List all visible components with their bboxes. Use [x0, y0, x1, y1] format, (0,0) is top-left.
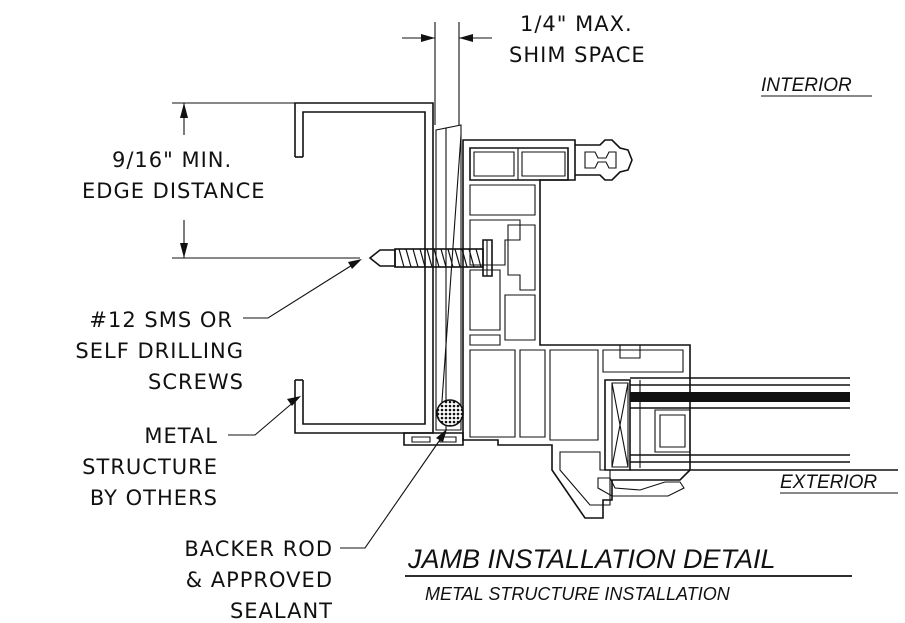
screw: [368, 239, 493, 277]
metal-label-line3: BY OTHERS: [90, 486, 218, 510]
leaders: [228, 259, 447, 549]
backer-rod: [436, 399, 464, 427]
metal-structure-channel: [294, 102, 434, 434]
annotations: 1/4" MAX. SHIM SPACE INTERIOR 9/16" MIN.…: [75, 12, 898, 623]
backer-label-line3: SEALANT: [230, 599, 333, 623]
backer-label-line1: BACKER ROD: [184, 537, 333, 561]
edge-distance-dimension: [172, 102, 360, 259]
edge-label-line2: EDGE DISTANCE: [82, 179, 266, 203]
shim: [435, 124, 462, 431]
drawing-title: JAMB INSTALLATION DETAIL: [407, 544, 776, 574]
exterior-label: EXTERIOR: [780, 472, 877, 493]
screw-label-line1: #12 SMS OR: [89, 308, 233, 332]
shim-label-line1: 1/4" MAX.: [520, 12, 633, 36]
shim-label-line2: SHIM SPACE: [509, 43, 646, 67]
interior-label: INTERIOR: [761, 75, 852, 96]
metal-label-line1: METAL: [144, 424, 218, 448]
metal-label-line2: STRUCTURE: [82, 455, 218, 479]
shim-space-dimension: [402, 22, 492, 125]
screw-label-line3: SCREWS: [148, 370, 244, 394]
window-frame-profile: [403, 139, 691, 519]
screw-label-line2: SELF DRILLING: [75, 339, 244, 363]
glazing-unit: [604, 377, 898, 471]
drawing-subtitle: METAL STRUCTURE INSTALLATION: [425, 584, 731, 604]
edge-label-line1: 9/16" MIN.: [112, 148, 232, 172]
backer-label-line2: & APPROVED: [186, 568, 333, 592]
